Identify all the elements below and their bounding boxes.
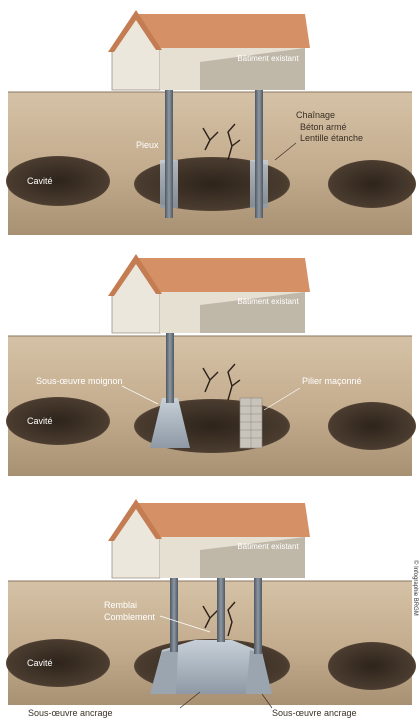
cavity-right <box>328 642 416 690</box>
house-label: Bâtiment existant <box>237 297 299 306</box>
pile <box>166 333 174 403</box>
label-piles: Pieux <box>136 140 159 150</box>
masonry-pillar <box>240 398 262 448</box>
cavity-left <box>6 156 110 206</box>
label-fill-2: Comblement <box>104 612 156 622</box>
pile <box>217 578 225 642</box>
panel-2: Bâtiment existant Cavité Sous-œuvre moig… <box>6 254 416 476</box>
pile <box>165 90 173 218</box>
house-label: Bâtiment existant <box>237 54 299 63</box>
pile <box>255 90 263 218</box>
label-anchor-right: Sous-œuvre ancrage <box>272 708 357 718</box>
label-underpinning: Sous-œuvre moignon <box>36 376 123 386</box>
house: Bâtiment existant <box>108 10 310 90</box>
panel-3: Bâtiment existant Cavité Remblai Comblem… <box>0 499 420 720</box>
cavity-right <box>328 160 416 208</box>
cavity-left <box>6 397 110 445</box>
label-chainage: Chaînage <box>296 110 335 120</box>
cavity-label: Cavité <box>27 416 53 426</box>
cavity-right <box>328 402 416 450</box>
house-label: Bâtiment existant <box>237 542 299 551</box>
label-fill: Remblai <box>104 600 137 610</box>
label-masonry-pillar: Pilier maçonné <box>302 376 362 386</box>
house: Bâtiment existant <box>108 254 310 333</box>
cavity-label: Cavité <box>27 176 53 186</box>
label-anchor-left: Sous-œuvre ancrage <box>28 708 113 718</box>
credit: © Infographie BRGM <box>412 560 419 616</box>
pile <box>170 578 178 652</box>
panel-1: Bâtiment existant Cavité Pieux Chaînage … <box>6 10 416 235</box>
label-concrete: Béton armé <box>300 122 347 132</box>
house: Bâtiment existant <box>108 499 310 578</box>
cavity-label: Cavité <box>27 658 53 668</box>
cavity-left <box>6 639 110 687</box>
pile <box>254 578 262 654</box>
label-lens: Lentille étanche <box>300 133 363 143</box>
